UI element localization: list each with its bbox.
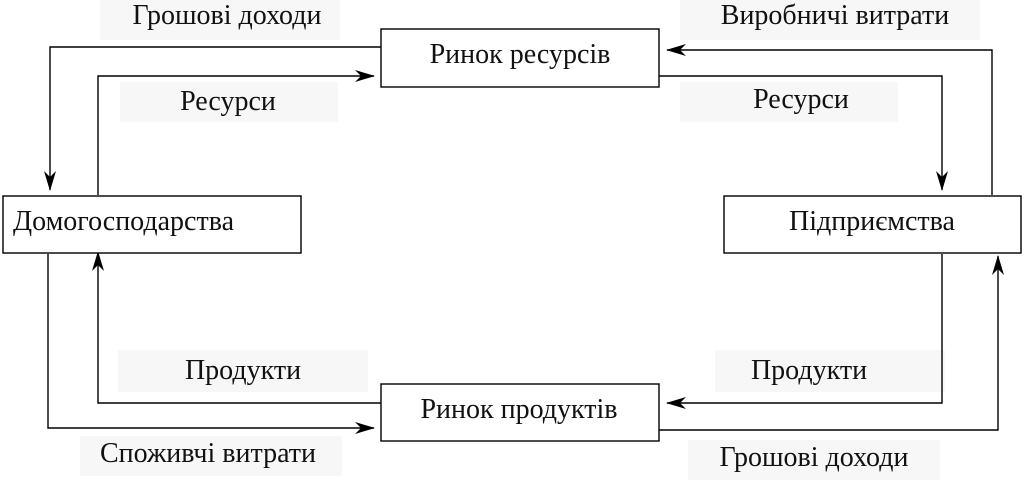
- firms-label: Підприємства: [789, 206, 955, 237]
- label-money-income-top-left: Грошові доходи: [133, 0, 322, 31]
- households-node: Домогосподарства: [2, 195, 302, 254]
- flow-consumer-spending-to-product-market: [47, 254, 375, 434]
- label-products-bottom-left: Продукти: [185, 355, 301, 386]
- product-market-node: Ринок продуктів: [380, 383, 660, 442]
- flow-money-income-to-firms: [659, 255, 1004, 431]
- households-label: Домогосподарства: [13, 206, 235, 237]
- flow-money-income-to-households: [44, 46, 381, 191]
- flow-resources-to-resource-market: [97, 70, 375, 195]
- resource-market-label: Ринок ресурсів: [430, 39, 611, 70]
- label-backgrounds: [80, 0, 980, 480]
- resource-market-node: Ринок ресурсів: [380, 28, 660, 88]
- label-production-costs-top-right: Виробничі витрати: [721, 0, 949, 31]
- flow-products-to-product-market: [666, 254, 943, 409]
- flow-products-to-households: [92, 251, 381, 404]
- label-resources-top-right: Ресурси: [753, 84, 849, 115]
- firms-node: Підприємства: [723, 195, 1022, 254]
- flow-labels: Грошові доходи Ресурси Виробничі витрати…: [100, 0, 949, 473]
- label-money-income-bottom-right: Грошові доходи: [720, 442, 909, 473]
- label-resources-top-left: Ресурси: [180, 86, 276, 117]
- flow-lines: [44, 44, 1004, 434]
- label-consumer-spending: Споживчі витрати: [100, 438, 316, 469]
- product-market-label: Ринок продуктів: [420, 394, 617, 425]
- flow-resources-to-firms: [659, 75, 948, 191]
- flow-production-costs-to-resource-market: [666, 44, 993, 195]
- label-products-bottom-right: Продукти: [751, 355, 867, 386]
